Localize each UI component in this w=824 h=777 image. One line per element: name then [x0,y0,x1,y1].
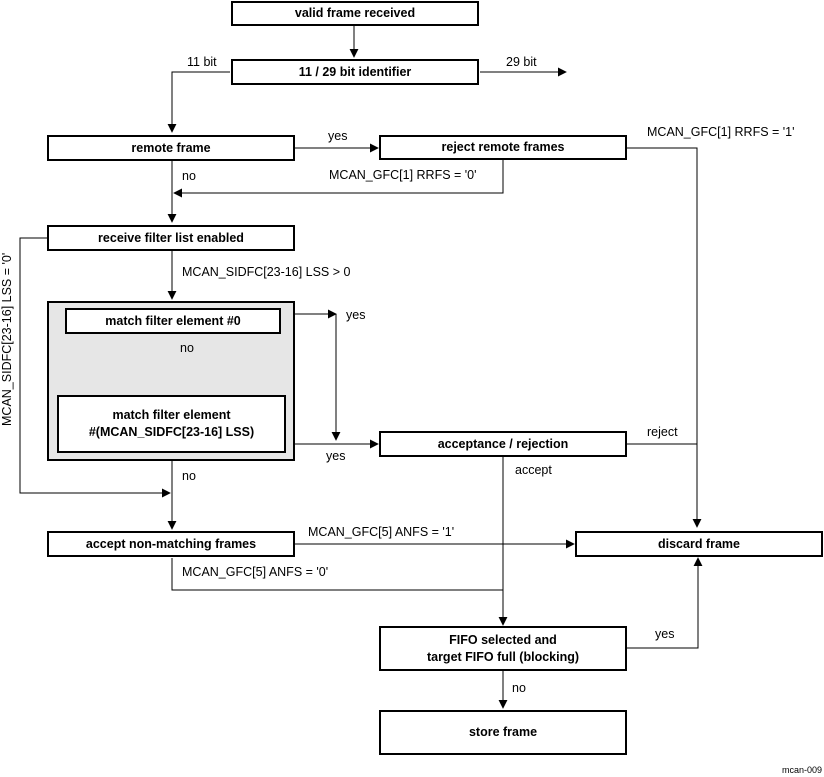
store-frame-box: store frame [379,710,627,755]
match-filter-element-n-line2: #(MCAN_SIDFC[23-16] LSS) [88,425,255,439]
label-yes-remote: yes [328,129,348,143]
reject-remote-frames-box: reject remote frames [379,135,627,160]
match-filter-element-n-line1: match filter element [112,408,231,423]
match-filter-element-n-box: match filter element #(MCAN_SIDFC[23-16]… [57,395,286,453]
match-filter-element-0-box: match filter element #0 [65,308,281,334]
label-11-bit: 11 bit [187,55,217,69]
label-yes-match-top: yes [346,308,366,322]
receive-filter-list-enabled-box: receive filter list enabled [47,225,295,251]
fifo-full-box: FIFO selected and target FIFO full (bloc… [379,626,627,671]
label-reject: reject [647,425,678,439]
label-no-filter: no [182,469,196,483]
label-accept: accept [515,463,552,477]
fifo-full-line1: FIFO selected and [449,632,557,647]
valid-frame-received-box: valid frame received [231,1,479,26]
label-no-match: no [180,341,194,355]
label-yes-fifo: yes [655,627,675,641]
fifo-full-line2: target FIFO full (blocking) [426,649,580,664]
label-lss-gt-0: MCAN_SIDFC[23-16] LSS > 0 [182,265,351,279]
discard-frame-box: discard frame [575,531,823,557]
label-29-bit: 29 bit [506,55,537,69]
label-no-fifo: no [512,681,526,695]
figure-id: mcan-009 [782,765,823,775]
label-yes-match-bottom: yes [326,449,346,463]
identifier-box: 11 / 29 bit identifier [231,59,479,85]
acceptance-rejection-box: acceptance / rejection [379,431,627,457]
accept-non-matching-frames-box: accept non-matching frames [47,531,295,557]
remote-frame-box: remote frame [47,135,295,161]
label-rrfs-0: MCAN_GFC[1] RRFS = '0' [329,168,477,182]
label-anfs-1: MCAN_GFC[5] ANFS = '1' [308,525,455,539]
label-rrfs-1: MCAN_GFC[1] RRFS = '1' [647,125,795,139]
label-lss-eq-0: MCAN_SIDFC[23-16] LSS = '0' [0,252,14,426]
label-anfs-0: MCAN_GFC[5] ANFS = '0' [182,565,329,579]
label-no-remote: no [182,169,196,183]
